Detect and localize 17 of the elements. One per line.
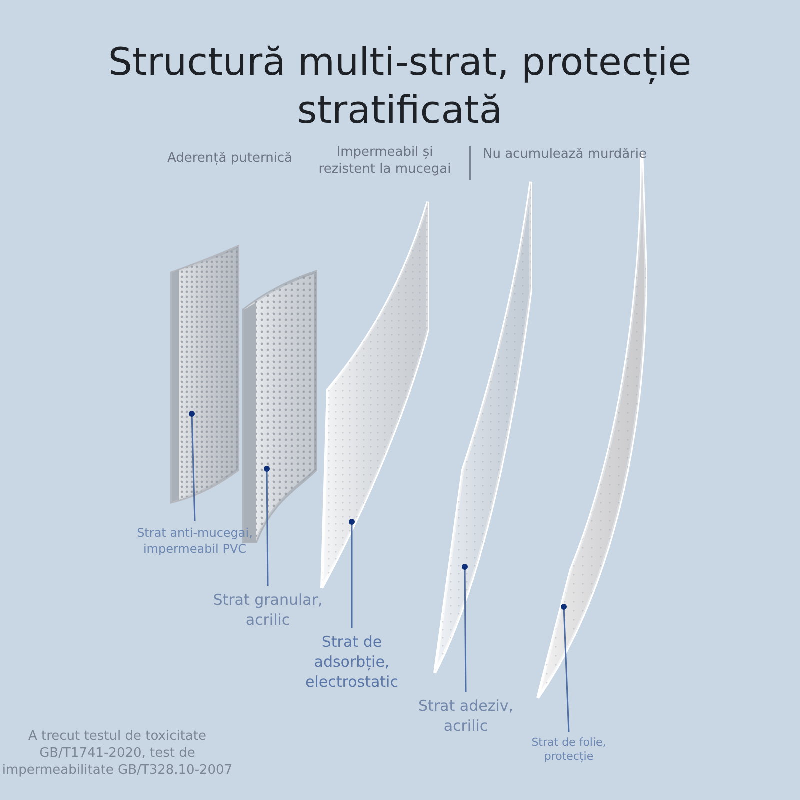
layer-label: Strat anti-mucegai, impermeabil PVC	[125, 525, 265, 557]
leader-line	[189, 411, 196, 522]
leader-line	[462, 564, 468, 692]
adhesive-layer-drawing	[433, 180, 533, 675]
feature-label: Nu acumulează murdărie	[482, 146, 648, 163]
title: Structură multi-strat, protecție stratificată	[107, 39, 693, 134]
layer-label: Strat adeziv, acrilic	[401, 696, 531, 736]
leader-line	[264, 466, 270, 586]
layer-label: Strat de folie, protecție	[514, 736, 624, 764]
layer-label: Strat de adsorbție, electrostatic	[287, 632, 417, 692]
feature-label: Impermeabil și rezistent la mucegai	[318, 144, 452, 178]
layer-label: Strat granular, acrilic	[213, 590, 323, 630]
note-text: A trecut testul de toxicitate GB/T1741-2020, test de impermeabilitate GB/T328.10-2007	[1, 728, 234, 779]
leader-line	[561, 604, 570, 732]
mesh-layer-drawing	[170, 245, 240, 505]
leader-line	[349, 519, 355, 628]
feature-label: Aderență puternică	[166, 150, 294, 167]
